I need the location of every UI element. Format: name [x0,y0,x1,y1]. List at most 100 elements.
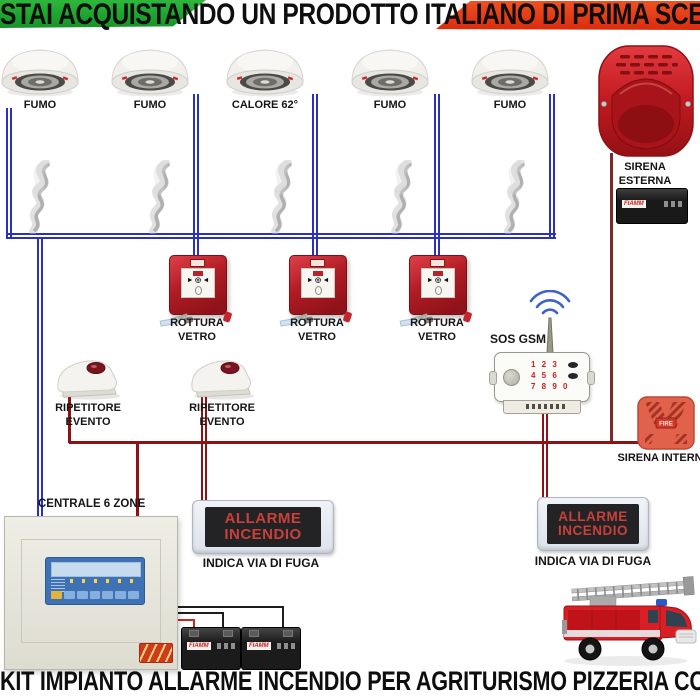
wire-black-battery-1-v [222,612,224,632]
repeater-label: RIPETITORE EVENTO [189,402,255,428]
panel-zone-leds [70,579,138,583]
wire-black-battery-1-h [174,612,224,614]
wire-blue-detector-4 [434,94,440,257]
call-point-label: ROTTURA VETRO [170,317,224,343]
banner-bottom: KIT IMPIANTO ALLARME INCENDIO PER AGRITU… [0,666,700,696]
break-glass-call-point: ► ◎ ◄ [279,255,353,327]
panel-screen [51,562,141,577]
sign-caption: INDICA VIA DI FUGA [202,556,320,570]
gsm-label: SOS GSM [490,332,547,346]
wire-red-external-siren [610,153,613,444]
call-point-label: ROTTURA VETRO [410,317,464,343]
detector-label: FUMO [493,99,527,111]
panel-display [45,557,145,605]
gsm-button [568,373,578,379]
panel-indicator-lines [51,579,65,592]
wire-red-to-panel [136,443,139,518]
break-glass-call-point: ► ◎ ◄ [399,255,473,327]
battery-terminal [189,630,199,637]
battery-brand: FIAMM [247,642,271,650]
call-point-glass-window: ► ◎ ◄ [421,268,455,298]
wire-blue-horizontal [6,233,556,239]
smoke-detector [351,49,429,97]
smoke-icon [391,160,412,234]
wire-blue-detector-5 [549,94,555,239]
italian-flag-red-shape [436,1,700,30]
panel-label: CENTRALE 6 ZONE [38,498,146,510]
siren-battery: FIAMM [616,188,688,224]
external-siren-label: SIRENA ESTERNA [618,161,672,187]
smoke-icon [504,160,525,234]
heat-detector [226,49,304,97]
wire-blue-detector-2 [193,94,199,257]
wire-red-battery-stub-v [193,619,195,632]
keypad-row: 7 8 9 0 [531,382,570,391]
gsm-terminal-strip [503,400,581,414]
battery-terminal [223,630,233,637]
speaker-icon [503,369,520,386]
italian-flag-green-shape [0,0,206,28]
wire-blue-detector-3 [312,94,318,257]
battery-markings [277,643,295,649]
keypad-row: 4 5 6 [531,371,559,380]
banner-top: STAI ACQUISTANDO UN PRODOTTO ITALIANO DI… [0,0,700,31]
sign-screen: ALLARME INCENDIO [205,507,321,547]
internal-siren: FIRE [637,396,695,450]
event-repeater [191,360,254,400]
smoke-icon [29,160,50,234]
event-repeater [57,360,120,400]
battery-terminal [283,630,293,637]
battery-brand: FIAMM [187,642,211,650]
external-siren [598,45,694,157]
call-point-tag [310,259,325,267]
keypad-row: 1 2 3 [531,360,559,369]
break-glass-call-point: ► ◎ ◄ [159,255,233,327]
wire-red-repeater-2-to-sign [201,396,207,502]
call-point-glass-window: ► ◎ ◄ [181,268,215,298]
detector-label: FUMO [23,99,57,111]
wire-red-repeater-1 [68,396,71,443]
call-point-tag [190,259,205,267]
smoke-icon [271,160,292,234]
battery-markings [217,643,235,649]
brand-logo [139,643,173,663]
sign-screen: ALLARME INCENDIO [547,504,639,544]
gsm-keypad: 1 2 3 4 5 6 7 8 9 0 [531,359,569,392]
panel-door [21,539,161,643]
fire-alarm-sign: ALLARME INCENDIO [192,500,334,554]
wire-red-gsm-to-sign [542,410,548,500]
fire-badge: FIRE [659,422,673,428]
battery-brand: FIAMM [622,200,646,208]
call-point-label: ROTTURA VETRO [290,317,344,343]
wire-blue-detector-1 [6,108,12,239]
terminal-pins [526,404,568,409]
smoke-detector [111,49,189,97]
antenna-icon [529,290,571,354]
wire-black-battery-2-h [174,606,284,608]
panel-buttons [51,591,140,599]
gsm-dialer: 1 2 3 4 5 6 7 8 9 0 [489,352,595,402]
detector-label: FUMO [373,99,407,111]
smoke-icon [149,160,170,234]
wire-red-battery-stub-h [174,619,195,621]
call-point-glass-window: ► ◎ ◄ [301,268,335,298]
control-panel [4,516,178,670]
wire-blue-to-panel [37,239,43,518]
gsm-button [568,362,578,368]
backup-battery: FIAMM [241,627,301,670]
detector-label: CALORE 62° [231,99,299,111]
wire-red-horizontal [69,441,639,444]
fire-alarm-sign: ALLARME INCENDIO [537,497,649,551]
sign-caption: INDICA VIA DI FUGA [534,554,652,568]
battery-terminal [249,630,259,637]
repeater-label: RIPETITORE EVENTO [55,402,121,428]
backup-battery: FIAMM [181,627,241,670]
battery-markings [664,201,682,207]
smoke-detector [1,49,79,97]
detector-label: FUMO [133,99,167,111]
call-point-tag [430,259,445,267]
wire-black-battery-2-v [282,606,284,632]
smoke-detector [471,49,549,97]
